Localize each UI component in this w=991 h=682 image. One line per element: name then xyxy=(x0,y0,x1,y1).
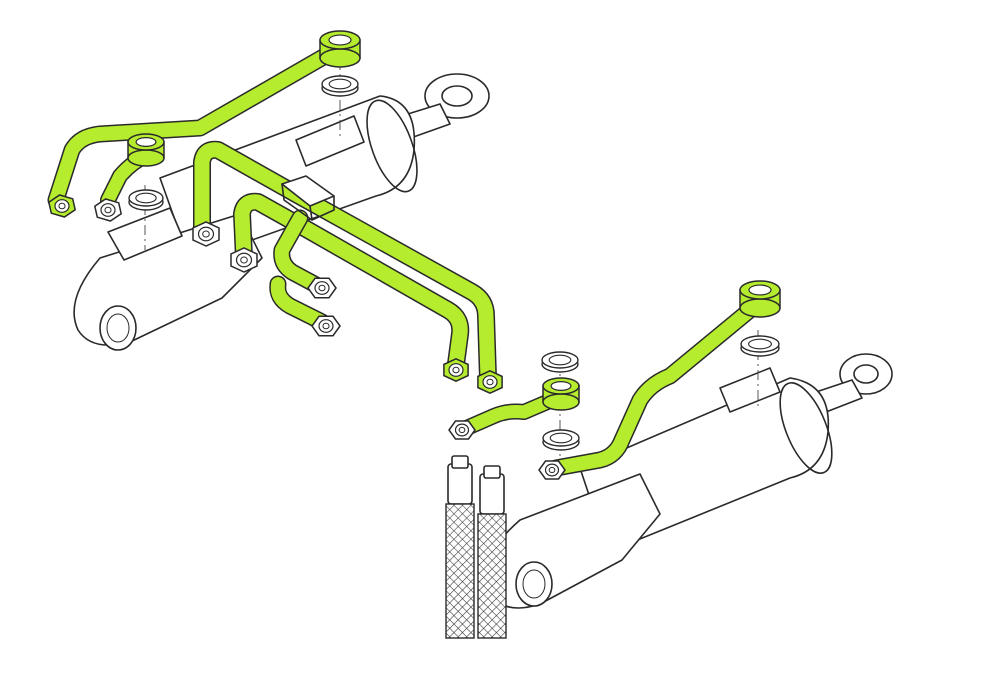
hose-right xyxy=(477,465,507,639)
hex-nut-left-white xyxy=(93,198,123,222)
pipe-right-long xyxy=(547,301,759,477)
pipe-center-branch-1 xyxy=(273,209,327,295)
hex-nut-center-4 xyxy=(311,315,341,337)
hose-left xyxy=(445,455,475,639)
hex-nut-right-2 xyxy=(538,460,566,480)
pipe-center-branch-2 xyxy=(269,275,331,331)
banjo-fitting-right-top xyxy=(739,280,781,318)
hex-nut-lower-2 xyxy=(477,369,503,395)
banjo-fitting-left-top xyxy=(319,30,361,68)
banjo-fitting-right-mid xyxy=(542,377,580,411)
pipe-center-lower xyxy=(233,192,470,373)
sealing-washer-5 xyxy=(740,335,780,357)
sealing-washer-4 xyxy=(542,429,580,451)
pipe-manifold-block xyxy=(281,175,335,221)
hose-assemblies xyxy=(445,455,507,639)
sealing-washer-1 xyxy=(321,75,359,97)
hex-nut-center-1 xyxy=(192,221,220,247)
right-hydraulic-cylinder xyxy=(484,330,893,609)
banjo-fitting-left-mid xyxy=(127,133,165,167)
hex-nut-right-1 xyxy=(448,420,476,440)
left-clevis-bore xyxy=(99,305,137,351)
right-clevis-block xyxy=(484,473,661,609)
hex-nut-center-2 xyxy=(230,247,258,273)
fittings xyxy=(47,30,781,480)
pipe-right-short xyxy=(454,392,560,438)
right-clevis-bore xyxy=(515,561,553,607)
hex-nut-left-green xyxy=(47,194,77,218)
left-hydraulic-cylinder xyxy=(73,60,490,351)
sealing-washer-3 xyxy=(541,351,579,373)
pipe-left-long xyxy=(47,43,341,209)
hex-nut-lower-1 xyxy=(443,357,469,383)
sealing-washer-2 xyxy=(128,189,164,211)
hex-nut-center-3 xyxy=(307,277,337,299)
